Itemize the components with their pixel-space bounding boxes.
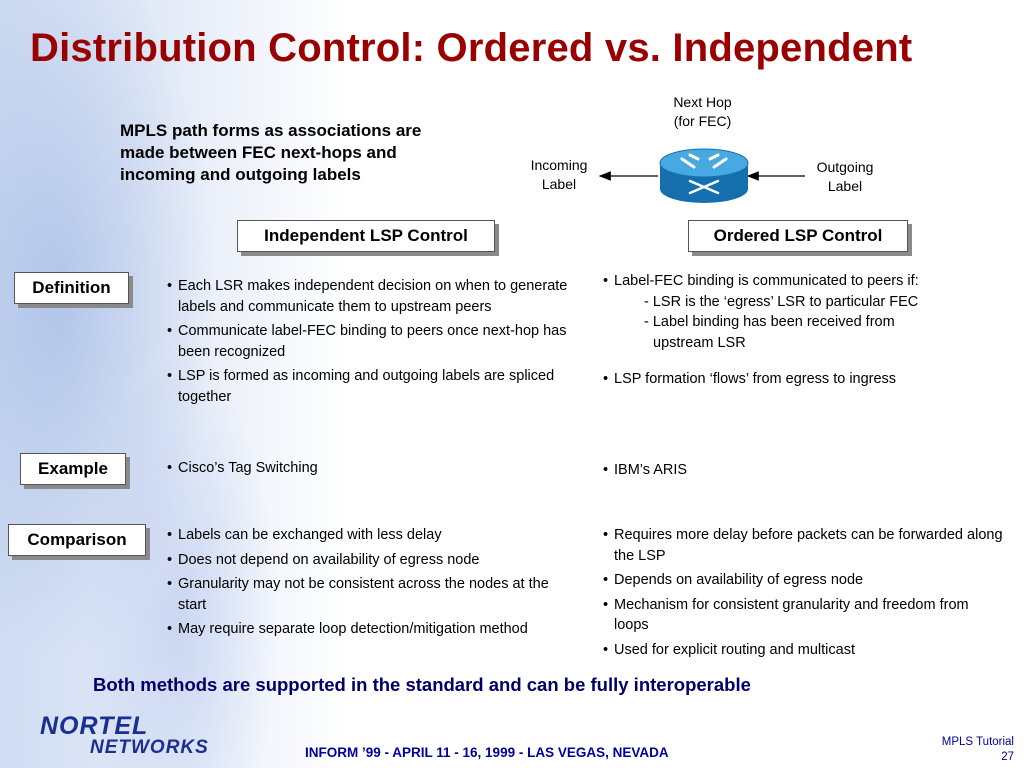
definition-independent-list: Each LSR makes independent decision on w… — [167, 276, 577, 411]
list-item: Granularity may not be consistent across… — [167, 574, 577, 615]
list-item: Labels can be exchanged with less delay — [167, 525, 577, 546]
definition-ordered-list: Label-FEC binding is communicated to pee… — [603, 271, 1003, 394]
label-diagram: Next Hop (for FEC) Incoming Label Outgoi… — [500, 85, 900, 205]
intro-text: MPLS path forms as associations are made… — [120, 121, 422, 184]
next-hop-label: Next Hop (for FEC) — [673, 94, 732, 129]
list-item: Each LSR makes independent decision on w… — [167, 276, 577, 317]
slide-corner: MPLS Tutorial 27 — [942, 735, 1014, 765]
list-item: Mechanism for consistent granularity and… — [603, 595, 1003, 636]
comparison-label: Comparison — [8, 524, 146, 556]
list-item: Does not depend on availability of egres… — [167, 550, 577, 571]
tutorial-label: MPLS Tutorial — [941, 736, 1014, 748]
list-item: May require separate loop detection/miti… — [167, 619, 577, 640]
example-independent-list: Cisco’s Tag Switching — [167, 458, 567, 483]
list-item: Communicate label-FEC binding to peers o… — [167, 321, 577, 362]
list-item: Cisco’s Tag Switching — [167, 458, 567, 479]
list-item: LSP is formed as incoming and outgoing l… — [167, 366, 577, 407]
page-number: 27 — [1001, 751, 1014, 763]
comparison-ordered-list: Requires more delay before packets can b… — [603, 525, 1003, 664]
list-item: LSP formation ‘flows’ from egress to ing… — [603, 369, 1003, 390]
footer-text: INFORM ’99 - APRIL 11 - 16, 1999 - LAS V… — [305, 745, 669, 760]
logo-bottom-text: NETWORKS — [90, 737, 209, 758]
definition-label: Definition — [14, 272, 129, 304]
interoperability-note: Both methods are supported in the standa… — [93, 674, 751, 695]
outgoing-label: Outgoing Label — [816, 159, 874, 194]
incoming-label: Incoming Label — [530, 157, 588, 192]
list-item: Used for explicit routing and multicast — [603, 640, 1003, 661]
list-item: Label-FEC binding is communicated to pee… — [603, 271, 1003, 353]
router-icon — [659, 148, 749, 203]
independent-lsp-header: Independent LSP Control — [237, 220, 495, 252]
diagram-graphics — [598, 148, 805, 203]
comparison-independent-list: Labels can be exchanged with less delay … — [167, 525, 577, 644]
nortel-logo: NORTEL NETWORKS — [40, 712, 240, 762]
example-ordered-list: IBM’s ARIS — [603, 460, 983, 485]
page-title: Distribution Control: Ordered vs. Indepe… — [30, 26, 913, 70]
list-item: Requires more delay before packets can b… — [603, 525, 1003, 566]
logo-top-text: NORTEL — [40, 712, 149, 740]
list-item: IBM’s ARIS — [603, 460, 983, 481]
example-label: Example — [20, 453, 126, 485]
ordered-lsp-header: Ordered LSP Control — [688, 220, 908, 252]
list-item: Depends on availability of egress node — [603, 570, 1003, 591]
